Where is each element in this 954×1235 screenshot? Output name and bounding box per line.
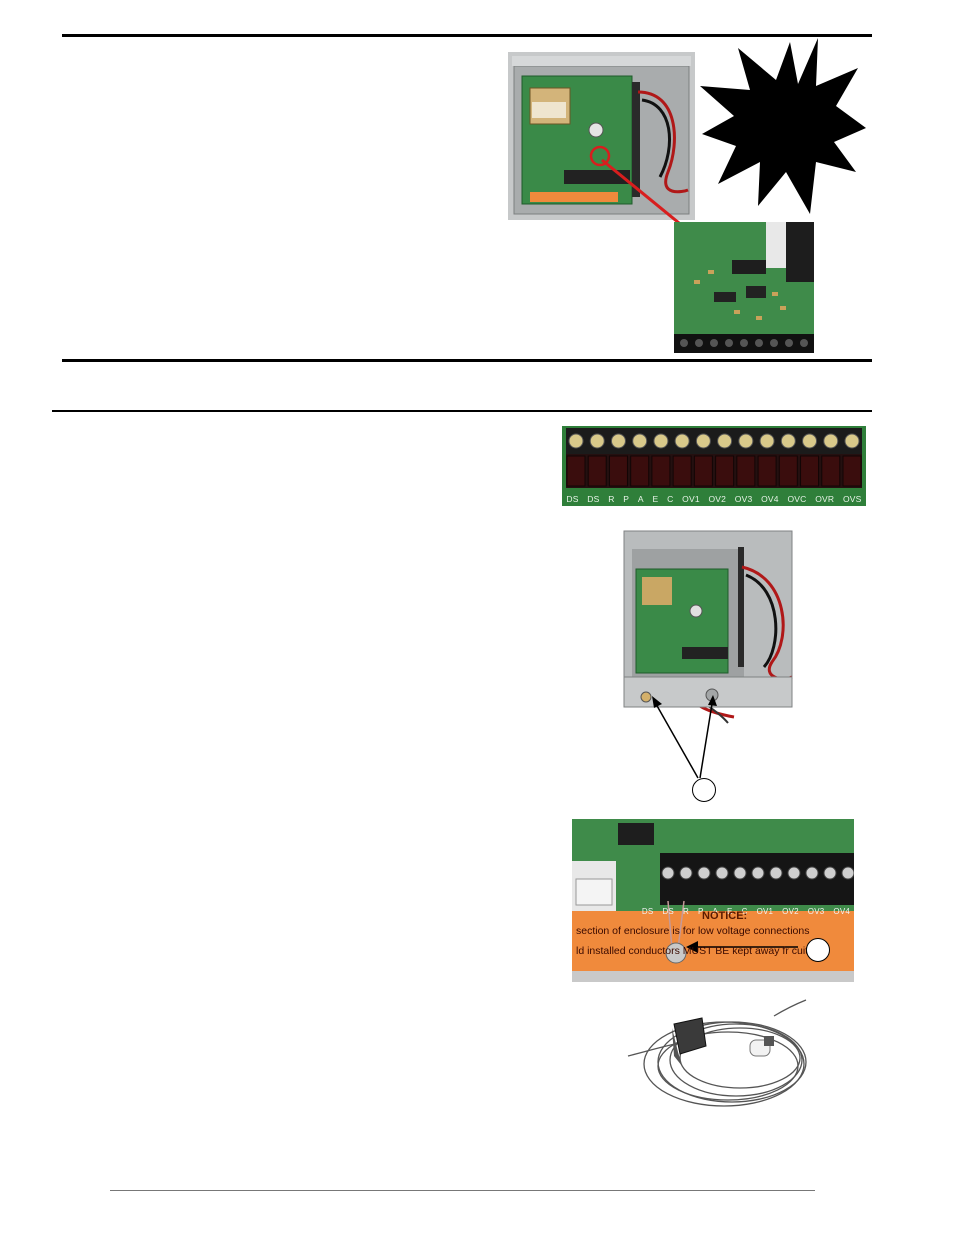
board-terminal-label: OV4 [833, 906, 850, 916]
terminal-block [566, 455, 586, 487]
middle-rule [62, 359, 872, 362]
terminal-block [757, 455, 777, 487]
terminal-block [693, 455, 713, 487]
terminal-label: P [623, 494, 630, 504]
terminal-screw [653, 433, 669, 449]
terminal-label: OVS [842, 494, 862, 504]
terminal-block [651, 455, 671, 487]
terminal-label: R [608, 494, 615, 504]
terminal-label: OV3 [734, 494, 753, 504]
board-terminal-label: DS [662, 906, 674, 916]
board-terminal-screw [841, 866, 854, 880]
terminal-block [842, 455, 862, 487]
terminal-block [587, 455, 607, 487]
board-terminal-label: R [682, 906, 689, 916]
controller-enclosure-photo [508, 52, 695, 220]
terminal-block [736, 455, 756, 487]
terminal-screw [568, 433, 584, 449]
terminal-label: DS [566, 494, 579, 504]
terminal-screw [844, 433, 860, 449]
notice-line-1: section of enclosure is for low voltage … [576, 925, 810, 937]
sensor-cable-photo [624, 996, 816, 1110]
board-terminal-label: OV2 [782, 906, 799, 916]
terminal-label: OV2 [708, 494, 727, 504]
sensor-cable-drawing [624, 996, 816, 1110]
terminal-screw [632, 433, 648, 449]
terminal-label: A [637, 494, 644, 504]
terminal-block [630, 455, 650, 487]
board-terminal-screw [787, 866, 801, 880]
terminal-block [715, 455, 735, 487]
pcb-closeup-photo [674, 222, 814, 353]
callout-circle-sensor [806, 938, 830, 962]
terminal-label: OV4 [761, 494, 779, 504]
starburst-graphic [700, 38, 866, 214]
terminal-block [821, 455, 841, 487]
board-terminal-label: P [697, 906, 704, 916]
open-enclosure-drawing [622, 527, 802, 727]
terminal-label: OVR [815, 494, 835, 504]
board-terminal-screw [751, 866, 765, 880]
terminal-screw [823, 433, 839, 449]
board-terminal-label: A [712, 906, 719, 916]
footer-rule [110, 1190, 815, 1191]
terminal-screw [674, 433, 690, 449]
pcb-closeup-drawing [674, 222, 814, 353]
terminal-screw [802, 433, 818, 449]
top-rule [62, 34, 872, 37]
board-terminal-screw [661, 866, 675, 880]
board-terminal-screw [679, 866, 693, 880]
board-terminal-screw [805, 866, 819, 880]
knockout-callout-arrows [652, 695, 717, 779]
board-terminal-label: C [741, 906, 748, 916]
board-terminal-screw [715, 866, 729, 880]
section-rule [52, 410, 872, 412]
board-terminal-screw [697, 866, 711, 880]
terminal-label: OV1 [682, 494, 700, 504]
terminal-screw [738, 433, 754, 449]
terminal-block [672, 455, 692, 487]
terminal-screw [759, 433, 775, 449]
terminal-screw [780, 433, 796, 449]
open-enclosure-photo [622, 527, 802, 727]
controller-enclosure-drawing [508, 52, 695, 220]
board-terminal-label: OV3 [807, 906, 825, 916]
terminal-screw [695, 433, 711, 449]
board-terminal-label: OV1 [756, 906, 774, 916]
notice-line-2: ld installed conductors MUST BE kept awa… [576, 945, 809, 957]
board-terminal-screw [823, 866, 837, 880]
terminal-label: E [652, 494, 659, 504]
board-terminal-screw [733, 866, 747, 880]
terminal-label: DS [587, 494, 600, 504]
board-terminal-screw [769, 866, 783, 880]
terminal-screw [589, 433, 605, 449]
terminal-label: C [667, 494, 674, 504]
terminal-block [608, 455, 628, 487]
callout-circle-knockouts [692, 778, 716, 802]
board-terminal-label: E [727, 906, 733, 916]
terminal-block [778, 455, 798, 487]
terminal-screw [610, 433, 626, 449]
terminal-label: OVC [787, 494, 807, 504]
board-terminal-label: DS [641, 906, 654, 916]
terminal-block [800, 455, 820, 487]
notice-title: NOTICE: [702, 910, 748, 922]
terminal-screw [717, 433, 733, 449]
